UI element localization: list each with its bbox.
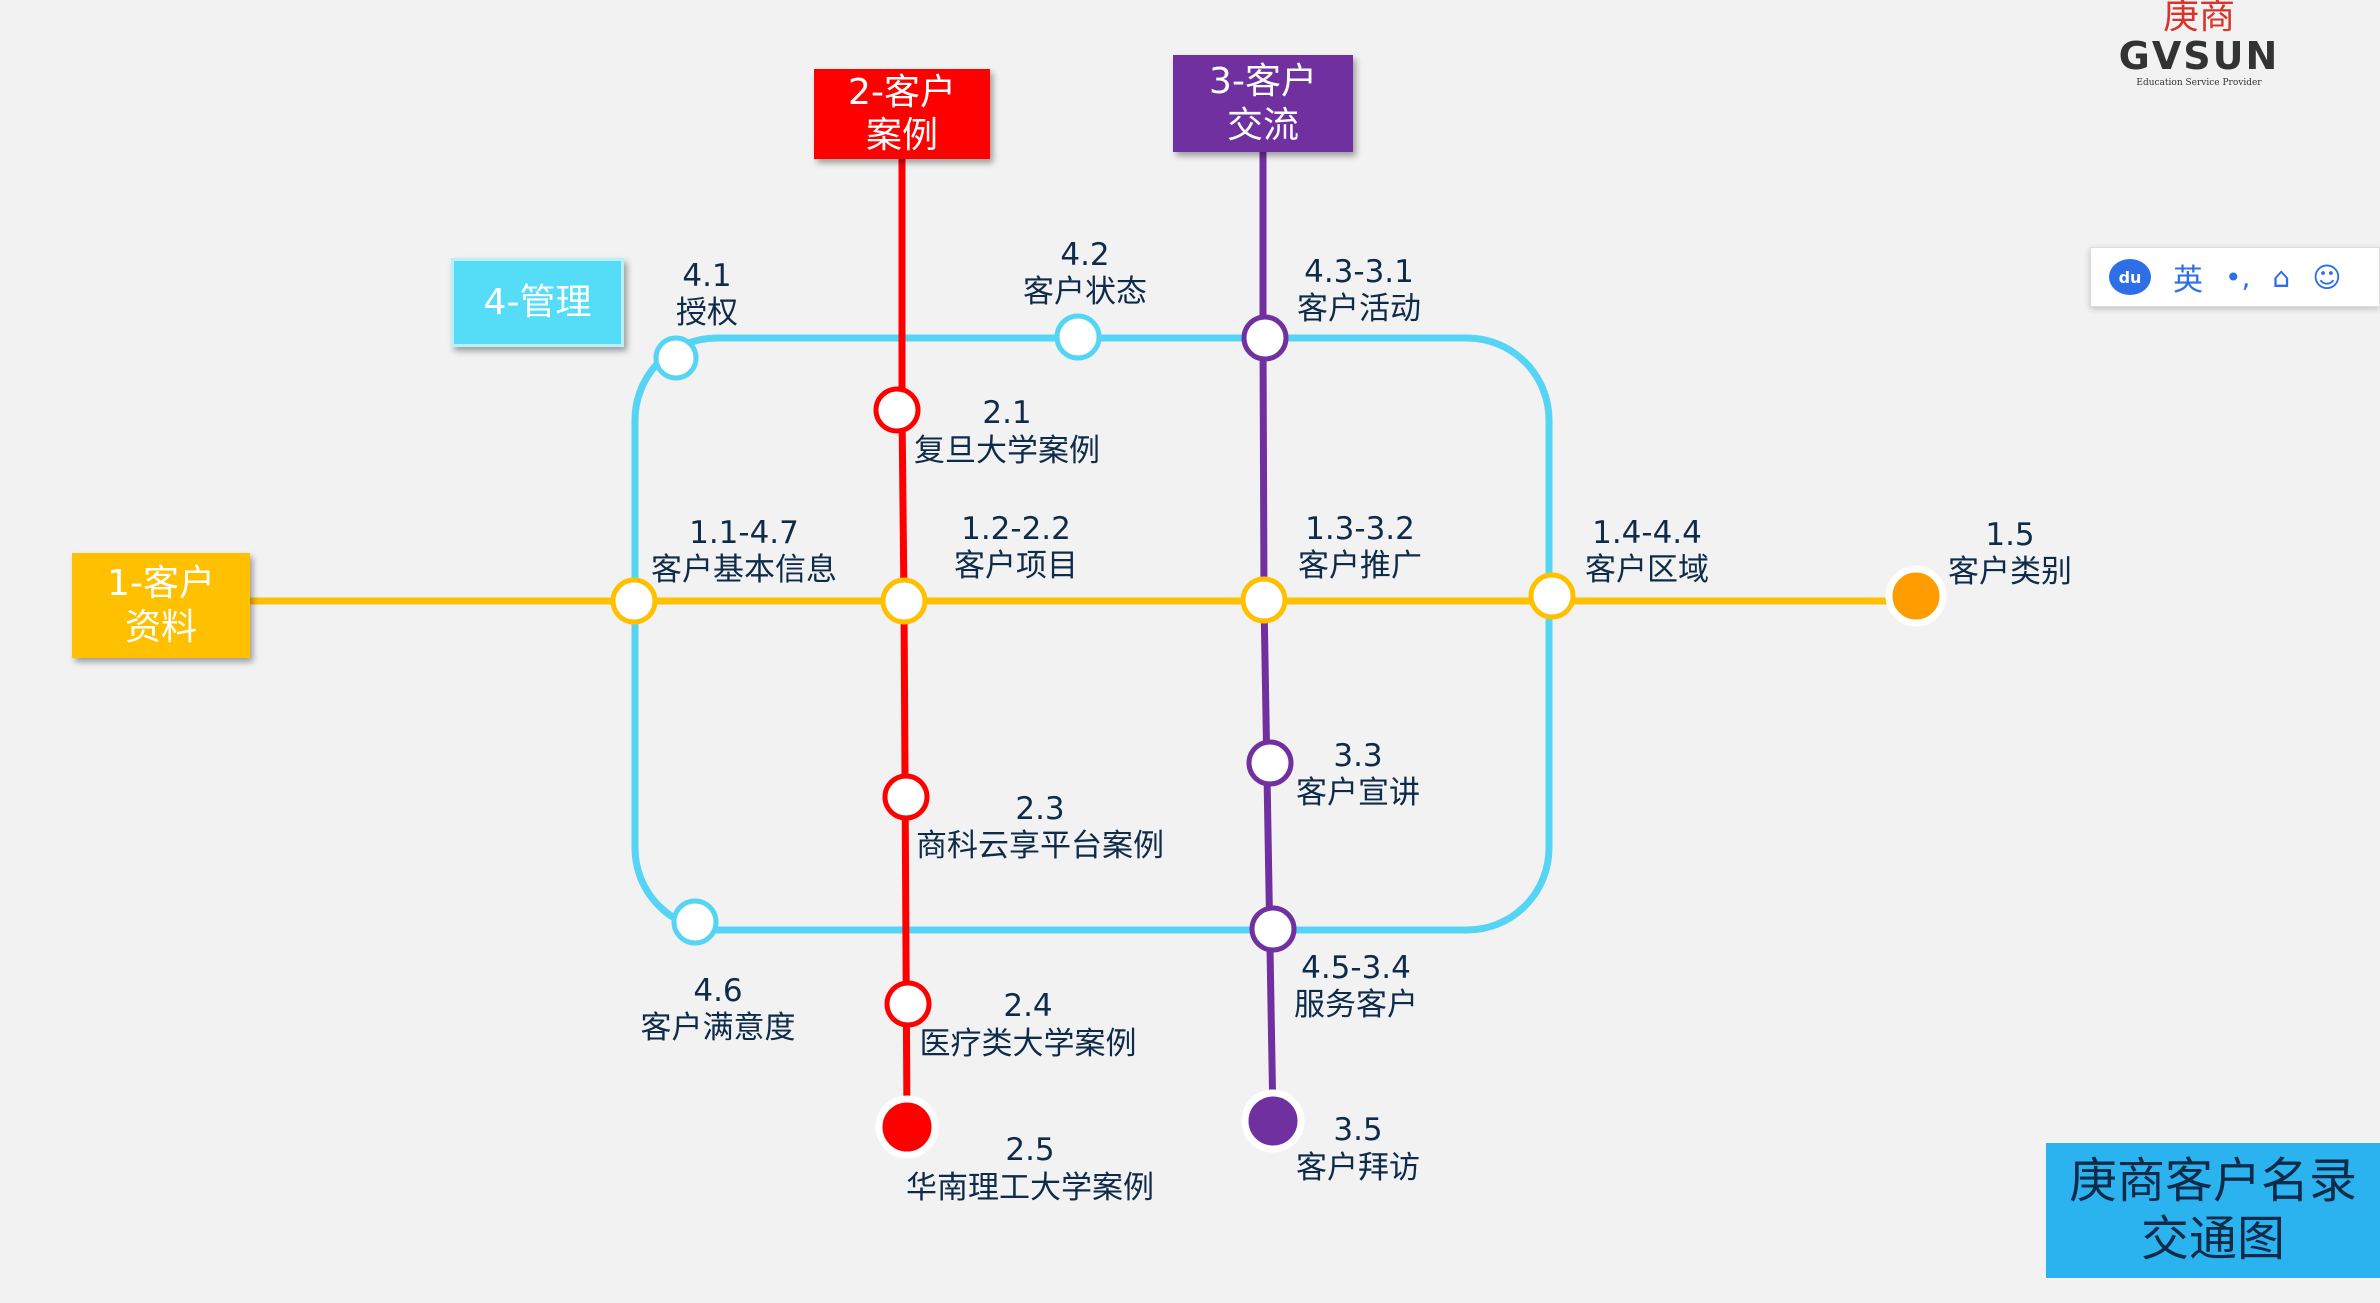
gvsun-logo: 庚商 GVSUN Education Service Provider [2118,0,2280,92]
station-3-3-name: 客户宣讲 [1296,775,1420,811]
line2-label: 2-客户 案例 [814,69,990,159]
line4-label: 4-管理 [451,258,624,347]
terminal-3-5[interactable] [1241,1089,1305,1153]
station-1-3-3-2-name: 客户推广 [1298,548,1422,584]
station-2-1[interactable] [873,386,921,434]
station-2-5-code: 2.5 [1005,1132,1054,1168]
station-2-3-name: 商科云享平台案例 [916,828,1164,864]
station-1-4-4-4-name: 客户区域 [1585,552,1709,588]
station-3-3-code: 3.3 [1333,738,1382,774]
ime-toolbar[interactable]: du 英 •, ⌂ ☺ [2090,247,2380,307]
logo-en: GVSUN [2118,34,2280,78]
station-1-3-3-2[interactable] [1240,576,1288,624]
station-1-3-3-2-code: 1.3-3.2 [1305,511,1415,547]
station-4-5-3-4-name: 服务客户 [1294,987,1418,1023]
station-4-2[interactable] [1054,313,1102,361]
baidu-ime-icon[interactable]: du [2109,259,2151,295]
station-4-6[interactable] [671,898,719,946]
line3-label: 3-客户 交流 [1173,55,1353,152]
logo-sub: Education Service Provider [2136,78,2262,88]
station-2-4[interactable] [884,980,932,1028]
station-1-1-4-7-name: 客户基本信息 [651,552,837,588]
emoji-icon[interactable]: ☺ [2312,260,2342,294]
line3-track [1259,152,1277,1122]
ime-language-toggle[interactable]: 英 [2173,263,2203,298]
punctuation-icon[interactable]: •, [2225,260,2251,294]
station-2-1-name: 复旦大学案例 [914,433,1100,469]
station-2-4-code: 2.4 [1003,988,1052,1024]
station-2-3[interactable] [882,773,930,821]
station-4-1-name: 授权 [676,295,738,331]
station-4-5-3-4[interactable] [1249,905,1297,953]
station-2-4-name: 医疗类大学案例 [920,1026,1137,1062]
station-1-2-2-2-name: 客户项目 [954,548,1078,584]
station-2-1-code: 2.1 [982,395,1031,431]
logo-cn: 庚商 [2162,0,2235,37]
station-4-2-name: 客户状态 [1023,274,1147,310]
station-3-5-name: 客户拜访 [1296,1150,1420,1186]
station-4-1-code: 4.1 [682,258,731,294]
line2-track [898,159,911,1126]
station-1-5-name: 客户类别 [1948,554,2072,590]
line1-label: 1-客户 资料 [72,553,250,658]
station-4-1[interactable] [653,335,699,381]
station-2-3-code: 2.3 [1015,791,1064,827]
station-4-6-name: 客户满意度 [641,1010,796,1046]
terminal-2-5[interactable] [875,1095,939,1159]
station-2-5-name: 华南理工大学案例 [906,1170,1154,1206]
station-1-4-4-4[interactable] [1528,572,1576,620]
terminal-1-5[interactable] [1885,565,1947,627]
diagram-title: 庚商客户名录 交通图 [2046,1143,2380,1278]
station-1-5-code: 1.5 [1985,517,2034,553]
station-4-3-3-1[interactable] [1241,314,1289,362]
station-3-5-code: 3.5 [1333,1112,1382,1148]
station-1-1-4-7-code: 1.1-4.7 [689,515,799,551]
station-1-2-2-2[interactable] [880,577,928,625]
station-4-3-3-1-code: 4.3-3.1 [1304,254,1414,290]
station-4-6-code: 4.6 [693,973,742,1009]
station-1-4-4-4-code: 1.4-4.4 [1592,515,1702,551]
skin-icon[interactable]: ⌂ [2272,260,2291,294]
station-1-2-2-2-code: 1.2-2.2 [961,511,1071,547]
station-3-3[interactable] [1246,739,1294,787]
station-4-3-3-1-name: 客户活动 [1297,291,1421,327]
station-4-2-code: 4.2 [1060,237,1109,273]
station-4-5-3-4-code: 4.5-3.4 [1301,950,1411,986]
station-1-1-4-7[interactable] [610,577,658,625]
